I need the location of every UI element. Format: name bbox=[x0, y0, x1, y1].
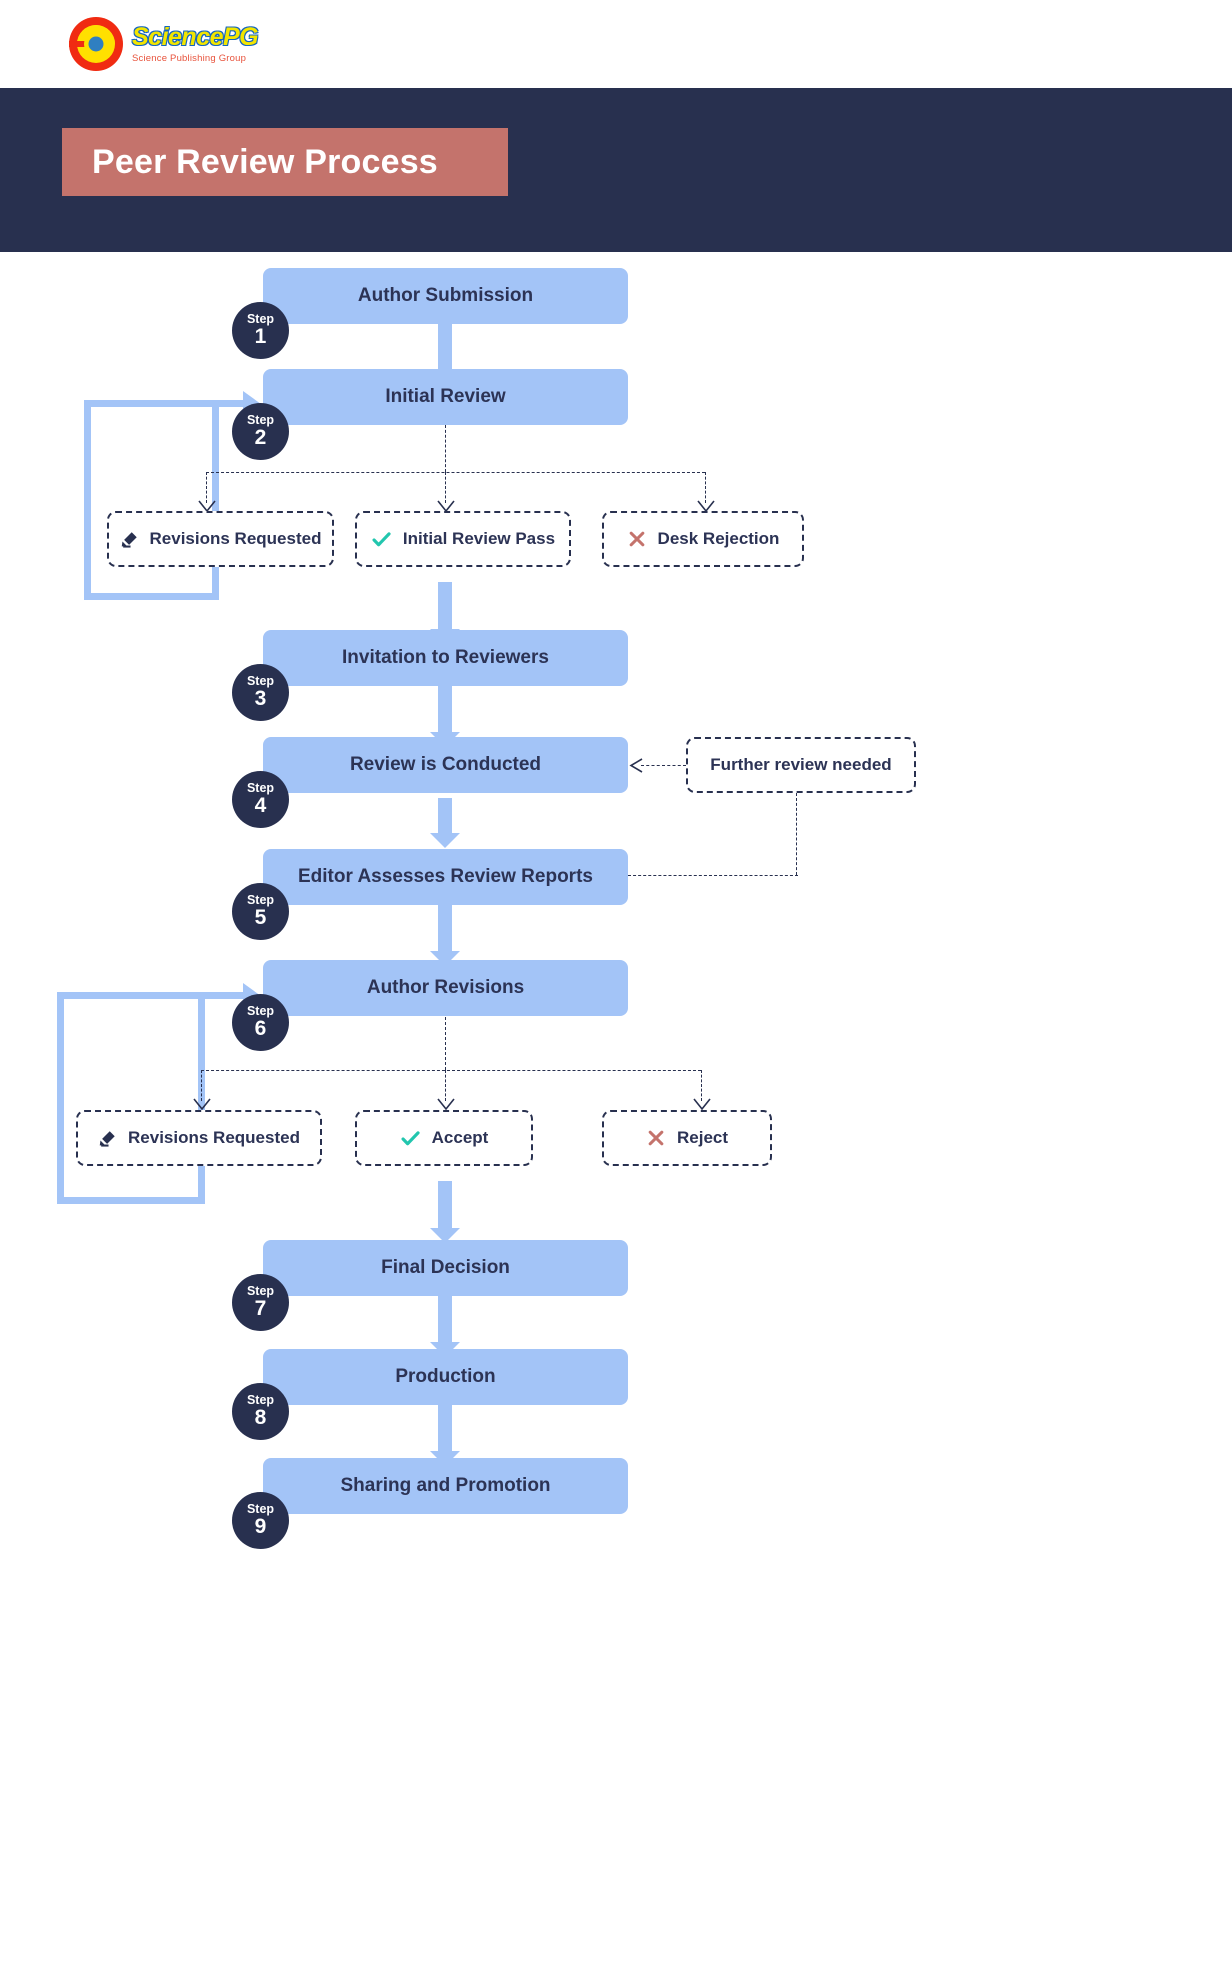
step-box-initial-review[interactable]: Initial Review bbox=[263, 369, 628, 425]
split-leg-mid-1 bbox=[445, 472, 446, 503]
step-label: Author Submission bbox=[357, 285, 534, 306]
step-badge-3: Step 3 bbox=[232, 664, 289, 721]
arrow-step7-to-step8 bbox=[430, 1296, 460, 1357]
page-header: SciencePG Science Publishing Group bbox=[0, 0, 1232, 88]
step-box-editor-assesses-review-reports[interactable]: Editor Assesses Review Reports bbox=[263, 849, 628, 905]
logo-subtitle: Science Publishing Group bbox=[132, 52, 247, 64]
arrow-pass-to-step3 bbox=[430, 582, 460, 644]
split-leg-mid-2 bbox=[445, 1070, 446, 1101]
step-badge-label: Step bbox=[246, 1501, 275, 1516]
step-badge-number: 4 bbox=[254, 794, 267, 818]
sciencepg-logo: SciencePG Science Publishing Group bbox=[68, 16, 259, 72]
branch-label: Desk Rejection bbox=[657, 529, 780, 548]
pencil-icon bbox=[120, 530, 139, 549]
step-badge-label: Step bbox=[246, 1283, 275, 1298]
step-badge-label: Step bbox=[246, 780, 275, 795]
step-badge-number: 6 bbox=[254, 1017, 267, 1041]
arrowhead-mid-2 bbox=[437, 1098, 455, 1111]
arrow-step4-to-step5 bbox=[430, 798, 460, 848]
branch-revisions-requested-2[interactable]: Revisions Requested bbox=[76, 1110, 322, 1166]
step-label: Author Revisions bbox=[366, 977, 525, 998]
branch-revisions-requested-1[interactable]: Revisions Requested bbox=[107, 511, 334, 567]
step-badge-1: Step 1 bbox=[232, 302, 289, 359]
split-leg-right-1 bbox=[705, 472, 706, 503]
arrowhead-note-left bbox=[629, 758, 643, 773]
note-arrow-line bbox=[641, 765, 686, 766]
step-badge-number: 5 bbox=[254, 906, 267, 930]
step-badge-2: Step 2 bbox=[232, 403, 289, 460]
arrowhead-left-2 bbox=[193, 1098, 211, 1111]
branch-initial-review-pass[interactable]: Initial Review Pass bbox=[355, 511, 571, 567]
step-label: Editor Assesses Review Reports bbox=[298, 866, 593, 887]
step-badge-9: Step 9 bbox=[232, 1492, 289, 1549]
step-label: Initial Review bbox=[385, 386, 506, 407]
step-badge-label: Step bbox=[246, 673, 275, 688]
page-title: Peer Review Process bbox=[92, 142, 438, 181]
logo-title: SciencePG bbox=[132, 22, 259, 51]
step-label: Review is Conducted bbox=[349, 754, 542, 775]
note-return-horz bbox=[628, 875, 798, 876]
step-box-production[interactable]: Production bbox=[263, 1349, 628, 1405]
split-leg-left-1 bbox=[206, 472, 207, 503]
step-badge-7: Step 7 bbox=[232, 1274, 289, 1331]
step-badge-number: 3 bbox=[254, 687, 267, 711]
step-box-invitation-to-reviewers[interactable]: Invitation to Reviewers bbox=[263, 630, 628, 686]
step-label: Sharing and Promotion bbox=[340, 1475, 551, 1496]
step-box-author-revisions[interactable]: Author Revisions bbox=[263, 960, 628, 1016]
step-label: Invitation to Reviewers bbox=[342, 647, 549, 668]
branch-label: Revisions Requested bbox=[149, 529, 322, 548]
arrow-step5-to-step6 bbox=[430, 905, 460, 966]
step-badge-6: Step 6 bbox=[232, 994, 289, 1051]
step-badge-number: 7 bbox=[254, 1297, 267, 1321]
step-badge-4: Step 4 bbox=[232, 771, 289, 828]
split-bar-2 bbox=[201, 1070, 701, 1071]
split-stem-1 bbox=[445, 425, 446, 472]
check-icon bbox=[371, 529, 392, 550]
branch-label: Revisions Requested bbox=[128, 1128, 300, 1147]
note-label: Further review needed bbox=[710, 755, 892, 774]
step-badge-5: Step 5 bbox=[232, 883, 289, 940]
step-label: Production bbox=[395, 1366, 496, 1387]
step-badge-number: 2 bbox=[254, 426, 267, 450]
step-badge-label: Step bbox=[246, 311, 275, 326]
step-box-review-is-conducted[interactable]: Review is Conducted bbox=[263, 737, 628, 793]
step-badge-label: Step bbox=[246, 412, 275, 427]
page-title-box: Peer Review Process bbox=[62, 128, 508, 196]
sciencepg-logo-icon bbox=[68, 16, 124, 72]
step-badge-label: Step bbox=[246, 1003, 275, 1018]
check-icon bbox=[400, 1128, 421, 1149]
step-badge-label: Step bbox=[246, 1392, 275, 1407]
branch-accept[interactable]: Accept bbox=[355, 1110, 533, 1166]
branch-reject[interactable]: Reject bbox=[602, 1110, 772, 1166]
step-badge-number: 1 bbox=[254, 325, 267, 349]
branch-label: Accept bbox=[431, 1128, 489, 1147]
split-leg-left-2 bbox=[201, 1070, 202, 1101]
step-badge-number: 8 bbox=[254, 1406, 267, 1430]
branch-desk-rejection[interactable]: Desk Rejection bbox=[602, 511, 804, 567]
pencil-icon bbox=[98, 1129, 117, 1148]
note-return-vert bbox=[796, 793, 797, 875]
arrow-step8-to-step9 bbox=[430, 1405, 460, 1466]
branch-label: Initial Review Pass bbox=[402, 529, 556, 548]
step-label: Final Decision bbox=[381, 1257, 510, 1278]
split-stem-2 bbox=[445, 1017, 446, 1070]
split-leg-right-2 bbox=[701, 1070, 702, 1101]
arrow-step3-to-step4 bbox=[430, 686, 460, 747]
step-badge-8: Step 8 bbox=[232, 1383, 289, 1440]
cross-icon bbox=[627, 529, 647, 549]
branch-label: Reject bbox=[676, 1128, 729, 1147]
note-further-review-needed[interactable]: Further review needed bbox=[686, 737, 916, 793]
step-box-author-submission[interactable]: Author Submission bbox=[263, 268, 628, 324]
arrow-step1-to-step2 bbox=[430, 324, 460, 384]
cross-icon bbox=[646, 1128, 666, 1148]
split-bar-1 bbox=[206, 472, 705, 473]
step-badge-label: Step bbox=[246, 892, 275, 907]
step-badge-number: 9 bbox=[254, 1515, 267, 1539]
step-box-final-decision[interactable]: Final Decision bbox=[263, 1240, 628, 1296]
step-box-sharing-and-promotion[interactable]: Sharing and Promotion bbox=[263, 1458, 628, 1514]
arrowhead-right-2 bbox=[693, 1098, 711, 1111]
flowchart-canvas: Step 1 Author Submission Step 2 Initial … bbox=[0, 252, 1232, 1986]
arrow-accept-to-step7 bbox=[430, 1181, 460, 1243]
